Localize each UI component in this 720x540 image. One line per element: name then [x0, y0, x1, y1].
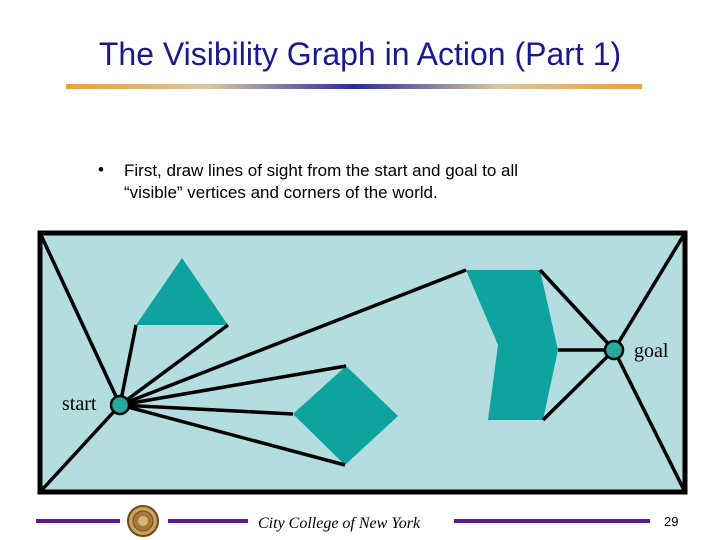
- sight-line: [118, 324, 138, 406]
- chevron-obstacle: [466, 270, 558, 420]
- diamond-obstacle: [293, 366, 398, 465]
- sight-line: [38, 403, 122, 494]
- start-node: [109, 394, 131, 416]
- sight-line: [538, 268, 616, 352]
- slide-title: The Visibility Graph in Action (Part 1): [98, 36, 622, 72]
- sight-line: [612, 349, 687, 493]
- college-seal-icon: [127, 505, 159, 537]
- footer-line-mid: [168, 519, 248, 523]
- sight-line: [118, 323, 230, 407]
- bullet-text: First, draw lines of sight from the star…: [124, 160, 624, 204]
- page-number: 29: [664, 514, 679, 529]
- sight-line: [119, 403, 294, 416]
- goal-node: [603, 339, 625, 361]
- title-underline: [66, 84, 642, 89]
- world-boundary: [37, 230, 688, 495]
- sight-line: [38, 232, 122, 406]
- sight-lines: [38, 232, 687, 494]
- sight-line: [119, 403, 346, 467]
- bullet-line-2: “visible” vertices and corners of the wo…: [124, 183, 438, 202]
- sight-line: [541, 348, 616, 422]
- footer-institution: City College of New York: [258, 515, 421, 532]
- triangle-obstacle: [136, 258, 228, 325]
- bullet-marker: •: [98, 160, 104, 179]
- bullet-line-1: First, draw lines of sight from the star…: [124, 161, 519, 180]
- start-label: start: [62, 393, 97, 415]
- footer-line-left: [36, 519, 120, 523]
- goal-label: goal: [634, 340, 669, 362]
- sight-line: [119, 268, 467, 407]
- sight-line: [612, 232, 687, 351]
- footer-line-right: [454, 519, 650, 523]
- sight-line: [119, 364, 347, 407]
